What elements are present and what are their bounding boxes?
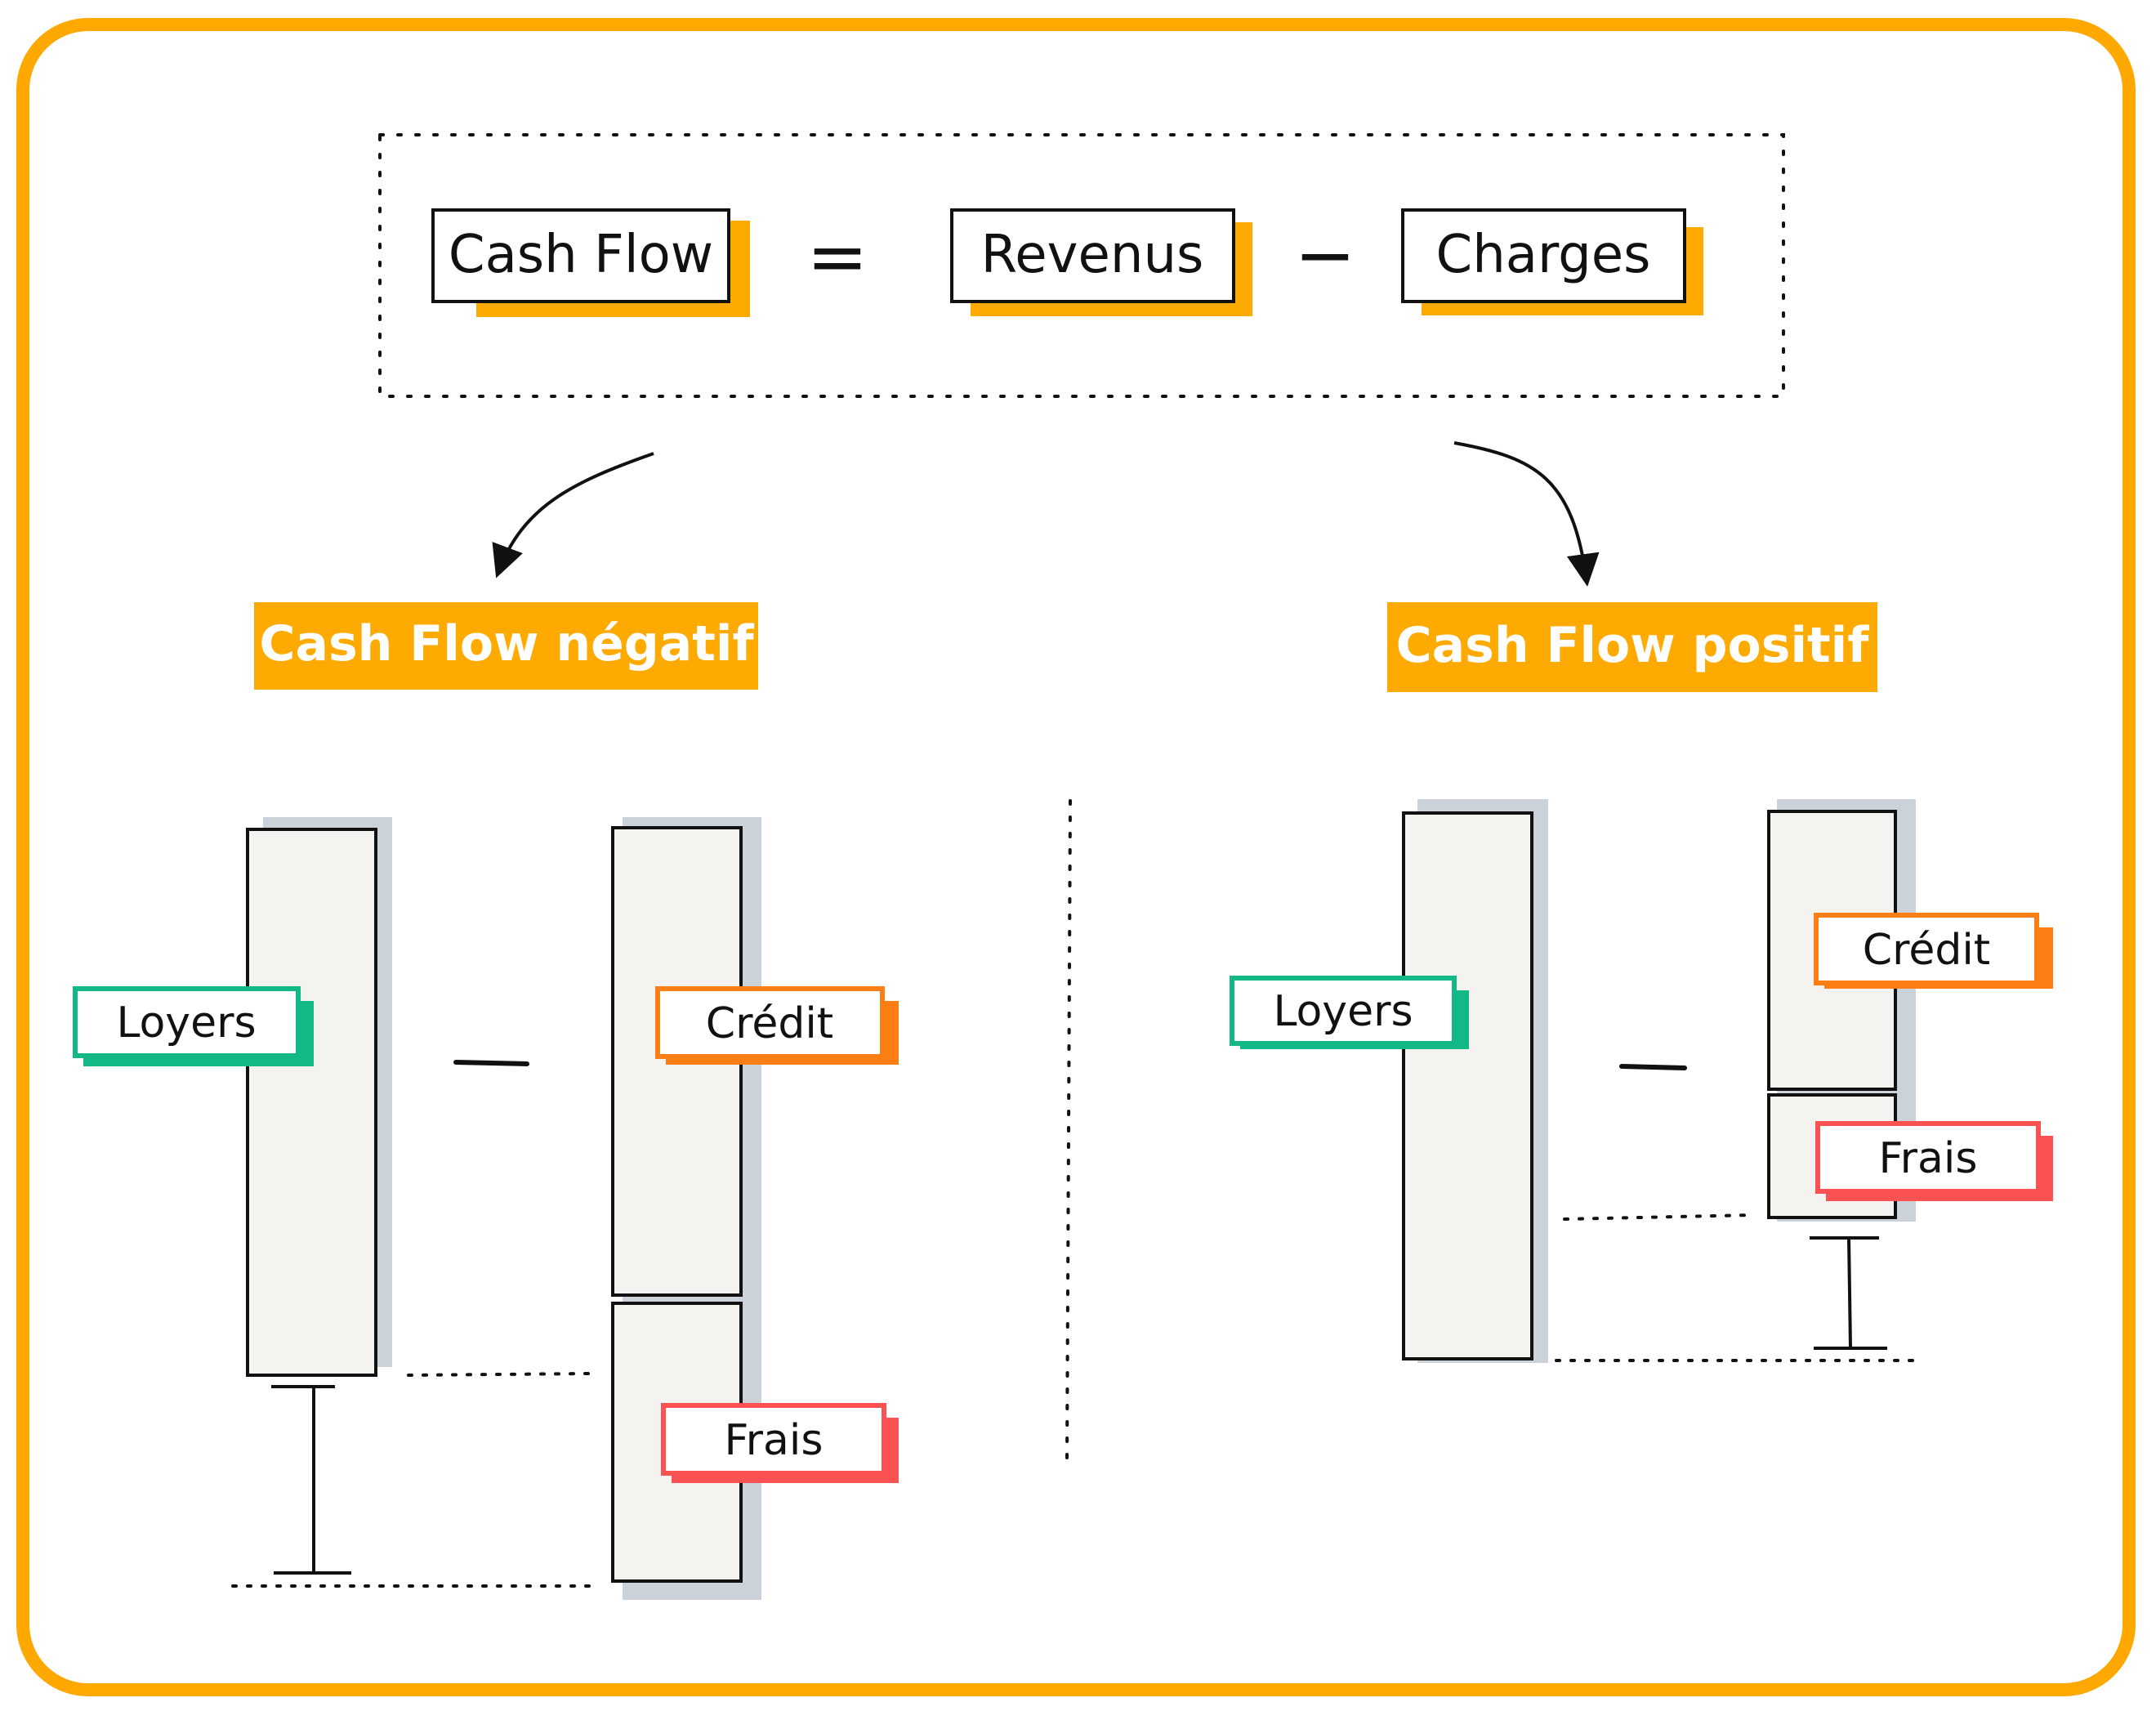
positive-title: Cash Flow positif [1396, 617, 1870, 674]
positive-minus-sign [1619, 1064, 1687, 1070]
positive-loyers-bar [1402, 811, 1533, 1360]
negative-credit-label: Crédit [706, 999, 833, 1048]
formula-minus-sign: − [1294, 212, 1355, 298]
formula-revenus-box: Revenus [950, 208, 1252, 316]
positive-surplus-marker [1810, 1236, 1887, 1350]
positive-credit-label: Crédit [1863, 926, 1990, 975]
negative-loyers-bar [246, 828, 377, 1377]
formula-cash-flow-label: Cash Flow [449, 225, 713, 285]
positive-charges-level-line [1563, 1213, 1754, 1221]
negative-title-badge: Cash Flow négatif [254, 602, 758, 690]
formula-equals-sign: = [806, 214, 868, 300]
positive-loyers-tag: Loyers [1230, 976, 1469, 1049]
arrow-to-negative [492, 452, 654, 579]
positive-frais-tag: Frais [1815, 1121, 2053, 1201]
formula-revenus-label: Revenus [981, 225, 1204, 285]
negative-loyers-level-line [407, 1372, 590, 1377]
negative-loyers-tag: Loyers [73, 986, 314, 1066]
negative-minus-sign [453, 1060, 529, 1066]
formula-charges-label: Charges [1436, 225, 1651, 285]
outer-frame [16, 18, 2136, 1696]
section-divider [1065, 799, 1072, 1460]
negative-title: Cash Flow négatif [259, 615, 754, 672]
formula-box [378, 133, 1785, 398]
arrow-to-positive [1453, 441, 1600, 587]
positive-frais-label: Frais [1879, 1134, 1978, 1183]
positive-loyers-label: Loyers [1273, 987, 1413, 1036]
positive-title-badge: Cash Flow positif [1387, 602, 1877, 692]
negative-frais-tag: Frais [661, 1403, 899, 1483]
negative-loyers-label: Loyers [116, 999, 256, 1048]
formula-cash-flow-box: Cash Flow [431, 208, 750, 317]
positive-credit-tag: Crédit [1814, 913, 2053, 989]
negative-frais-label: Frais [725, 1416, 824, 1465]
negative-credit-tag: Crédit [655, 986, 899, 1065]
formula-charges-box: Charges [1401, 208, 1703, 315]
negative-deficit-marker [271, 1385, 351, 1575]
